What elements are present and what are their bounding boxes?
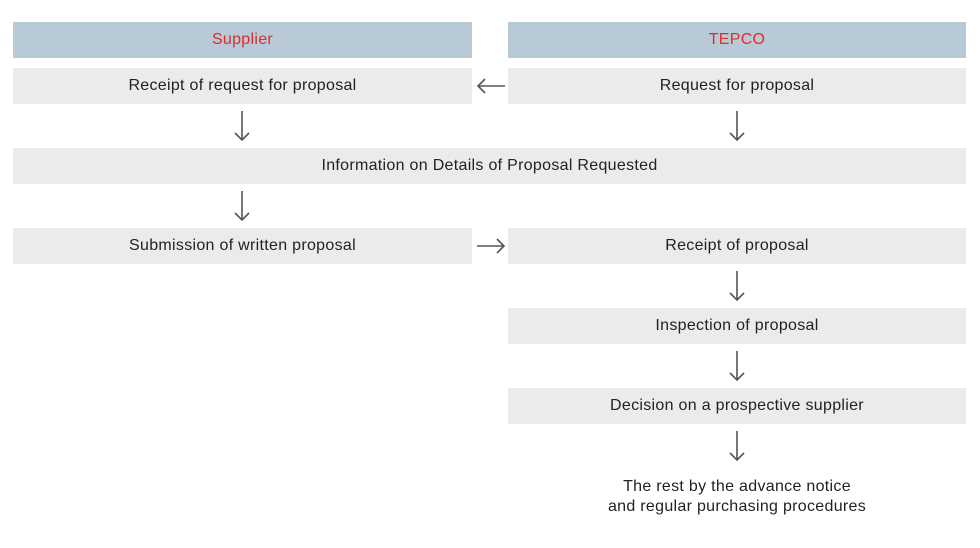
- step-label: Decision on a prospective supplier: [610, 397, 864, 414]
- step-label: Information on Details of Proposal Reque…: [321, 157, 658, 174]
- arrow-down-icon: [233, 190, 251, 222]
- step-receipt-of-proposal: Receipt of proposal: [508, 228, 966, 264]
- arrow-right-icon: [476, 238, 506, 254]
- step-information-on-details: Information on Details of Proposal Reque…: [13, 148, 966, 184]
- supplier-column-header: Supplier: [13, 22, 472, 58]
- final-note-line2: and regular purchasing procedures: [607, 498, 867, 515]
- step-decision-on-supplier: Decision on a prospective supplier: [508, 388, 966, 424]
- arrow-left-icon: [476, 78, 506, 94]
- final-note: The rest by the advance notice and regul…: [508, 477, 966, 517]
- step-label: Inspection of proposal: [655, 317, 819, 334]
- step-label: Receipt of proposal: [665, 237, 809, 254]
- tepco-header-label: TEPCO: [708, 31, 766, 48]
- step-submission-of-written-proposal: Submission of written proposal: [13, 228, 472, 264]
- arrow-down-icon: [728, 430, 746, 462]
- step-inspection-of-proposal: Inspection of proposal: [508, 308, 966, 344]
- step-label: Request for proposal: [659, 77, 815, 94]
- step-receipt-of-request: Receipt of request for proposal: [13, 68, 472, 104]
- step-label: Submission of written proposal: [129, 237, 356, 254]
- arrow-down-icon: [728, 270, 746, 302]
- arrow-down-icon: [233, 110, 251, 142]
- final-note-line1: The rest by the advance notice: [623, 478, 851, 495]
- supplier-header-label: Supplier: [211, 31, 274, 48]
- step-request-for-proposal: Request for proposal: [508, 68, 966, 104]
- step-label: Receipt of request for proposal: [128, 77, 357, 94]
- tepco-column-header: TEPCO: [508, 22, 966, 58]
- arrow-down-icon: [728, 110, 746, 142]
- arrow-down-icon: [728, 350, 746, 382]
